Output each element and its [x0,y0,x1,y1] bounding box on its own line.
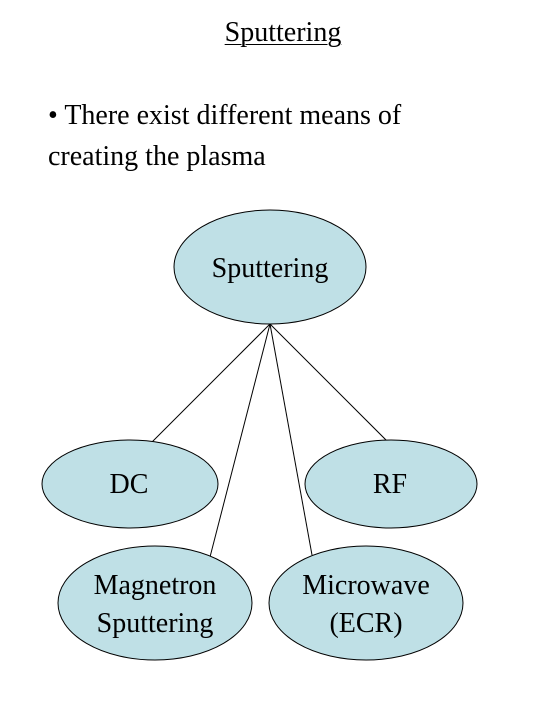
bullet-text: There exist different means of creating … [48,100,402,172]
node-root-sputtering [173,209,367,325]
connector-microwave [269,323,313,556]
slide-title: Sputtering [224,17,342,48]
node-label-root: Sputtering [211,253,329,284]
connector-magnetron [209,323,271,558]
node-label-dc: DC [109,469,149,500]
node-dc [41,439,219,529]
node-label-rf: RF [372,469,408,500]
node-label-magnetron: Magnetron Sputtering [93,570,217,639]
connector-lines [151,323,389,558]
connector-dc [151,323,271,443]
node-microwave-ecr [268,545,464,661]
node-magnetron-sputtering [57,545,253,661]
node-label-microwave: Microwave (ECR) [302,570,430,639]
bullet-point: • There exist different means of creatin… [48,95,518,177]
connector-rf [269,323,389,443]
bullet-marker: • [48,100,58,131]
node-rf [304,439,478,529]
